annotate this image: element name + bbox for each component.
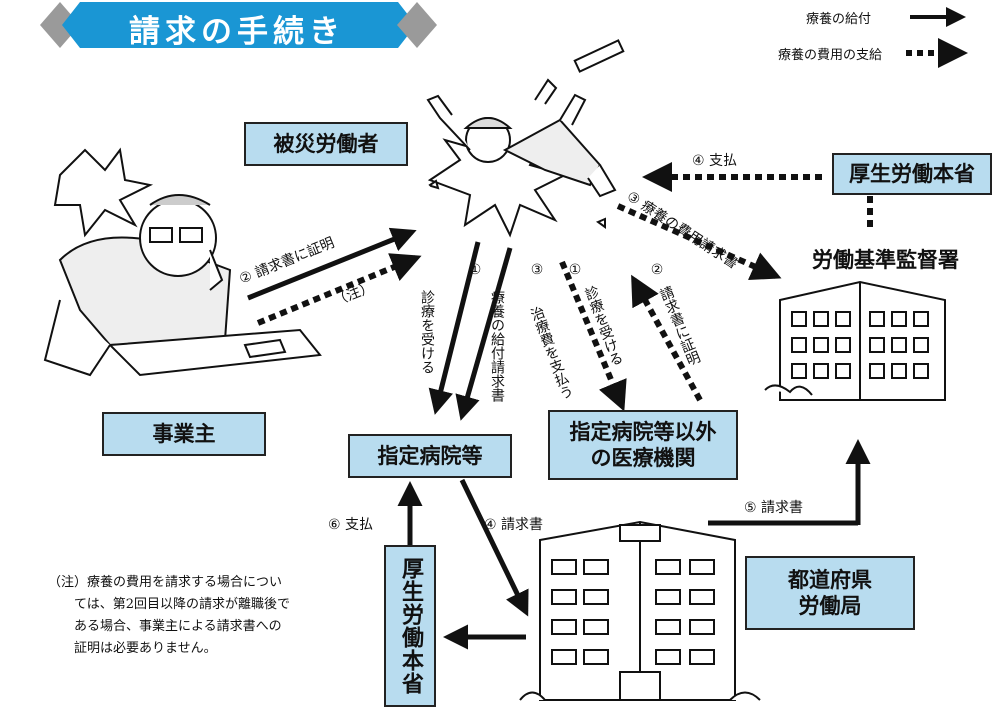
footnote-line2: ては、第2回目以降の請求が離職後で bbox=[74, 597, 291, 612]
footnote-line3: ある場合、事業主による請求書への bbox=[74, 619, 282, 634]
arrow-expense-claim bbox=[616, 203, 782, 280]
node-prefectural-bureau: 都道府県 労働局 bbox=[745, 556, 915, 630]
footnote-line4: 証明は必要ありません。 bbox=[74, 641, 217, 656]
node-designated-hospital: 指定病院等 bbox=[348, 434, 512, 478]
label-a3-text: 診療を受ける bbox=[419, 290, 435, 374]
footnote-line1: （注）療養の費用を請求する場合につい bbox=[48, 575, 283, 590]
injured-worker-illustration bbox=[426, 39, 625, 238]
arrow-certify-dotted bbox=[256, 253, 422, 326]
title-right-diamond bbox=[397, 2, 437, 48]
title-banner: 請求の手続き bbox=[38, 0, 436, 50]
legend-dotted-label: 療養の費用の支給 bbox=[778, 48, 883, 63]
label-a6-num: ② bbox=[649, 262, 665, 278]
node-prefectural-line2: 労働局 bbox=[798, 594, 862, 618]
node-employer: 事業主 bbox=[102, 412, 266, 456]
label-a4-num: ③ bbox=[529, 262, 545, 278]
node-ministry-top: 厚生労働本省 bbox=[832, 153, 992, 195]
footnote: （注）療養の費用を請求する場合につい ては、第2回目以降の請求が離職後で ある場… bbox=[48, 572, 348, 660]
node-other-medical: 指定病院等以外 の医療機関 bbox=[548, 410, 738, 480]
node-labor-office: 労働基準監督署 bbox=[812, 248, 959, 272]
label-a5-num: ① bbox=[567, 262, 583, 278]
label-a4-text: 療養の給付請求書 bbox=[489, 290, 505, 402]
node-worker: 被災労働者 bbox=[244, 122, 408, 166]
label-a8: ④ 支払 bbox=[692, 153, 738, 169]
arrow-claim-to-bureau bbox=[459, 478, 529, 617]
prefectural-bureau-building-illustration bbox=[519, 520, 761, 701]
arrow-receive-treatment bbox=[428, 241, 481, 415]
title-left-diamond bbox=[40, 2, 80, 48]
labor-office-building-illustration bbox=[764, 280, 946, 401]
label-a10: ⑤ 請求書 bbox=[744, 500, 804, 516]
node-ministry-bottom: 厚生労働本省 bbox=[384, 545, 436, 707]
node-other-medical-line2: の医療機関 bbox=[590, 446, 696, 470]
employer-illustration bbox=[43, 147, 322, 377]
label-a3-num: ① bbox=[467, 262, 483, 278]
title-banner-bg bbox=[62, 2, 416, 48]
legend-solid-label: 療養の給付 bbox=[806, 12, 872, 27]
arrow-certify-solid bbox=[247, 227, 417, 301]
node-prefectural-line1: 都道府県 bbox=[788, 567, 872, 592]
arrow-benefit-claim bbox=[455, 247, 513, 421]
arrow-receive-treatment-other bbox=[559, 260, 627, 412]
node-other-medical-line1: 指定病院等以外 bbox=[569, 419, 717, 444]
arrow-certify-claim-other bbox=[631, 274, 703, 402]
label-a9: ④ 請求書 bbox=[484, 517, 544, 533]
label-a11: ⑥ 支払 bbox=[328, 517, 374, 533]
page-title: 請求の手続き bbox=[129, 14, 345, 50]
